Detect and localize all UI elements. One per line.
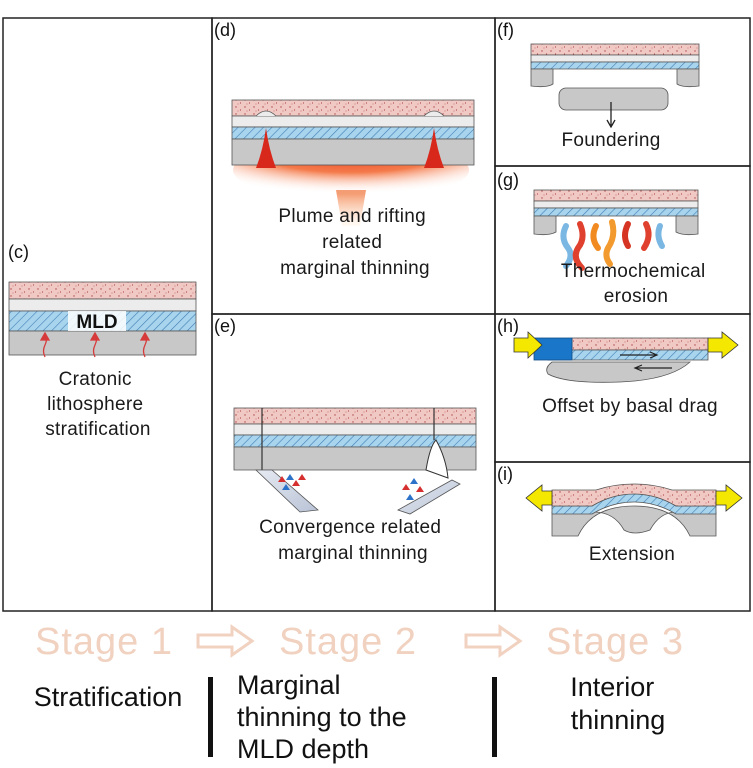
panel-g-caption: Thermochemical erosion — [561, 261, 711, 307]
panel-e-caption: Convergence related marginal thinning — [259, 517, 447, 564]
melt-channel-left — [256, 128, 276, 168]
stage-2-title: Stage 2 — [279, 621, 417, 663]
shear-arrow-top — [620, 351, 659, 359]
crust-layer — [533, 189, 699, 202]
panel-i-letter: (i) — [497, 464, 513, 484]
lithosphere-column-c: MLD — [8, 281, 197, 358]
stage-3-description: Interior thinning — [570, 672, 665, 735]
mantle-layer — [233, 446, 477, 471]
white-layer — [233, 423, 477, 436]
stage-divider-1 — [208, 677, 213, 757]
panel-c-letter: (c) — [8, 242, 29, 262]
mld-label: MLD — [76, 312, 117, 333]
panel-h-frame — [494, 313, 751, 463]
stage-arrow-1 — [196, 624, 255, 658]
lithosphere-column-e — [233, 407, 477, 471]
panel-c-caption: Cratonic lithosphere stratification — [45, 369, 151, 440]
panel-f: (f) Foundering — [497, 20, 700, 151]
mantle-remnant-left — [530, 68, 554, 88]
panel-e-letter: (e) — [214, 316, 236, 336]
subducting-slab-left — [255, 469, 319, 513]
stage-1-description: Stratification — [34, 682, 183, 712]
stage-3-title: Stage 3 — [546, 621, 684, 663]
panel-f-caption: Foundering — [561, 130, 660, 151]
shear-arrow-bottom — [633, 364, 672, 372]
melt-droplets-left — [278, 474, 306, 490]
mld-layer — [530, 61, 700, 70]
subducting-slab-right — [397, 479, 461, 515]
stage-2-description: Marginal thinning to the MLD depth — [237, 670, 414, 764]
panel-h: (h) Offset by basal drag — [497, 316, 739, 417]
white-layer — [533, 200, 699, 209]
white-layer — [231, 115, 475, 128]
erosion-plumes — [560, 219, 665, 271]
panel-e: (e) Convergence related marginal thin — [214, 316, 477, 564]
panel-i: (i) Extension — [497, 464, 743, 565]
panel-h-letter: (h) — [497, 316, 519, 336]
crust-layer — [571, 337, 709, 351]
panel-h-caption: Offset by basal drag — [542, 396, 718, 417]
mld-layer — [231, 126, 475, 140]
stage-divider-2 — [492, 677, 497, 757]
panel-d-letter: (d) — [214, 20, 236, 40]
mld-layer — [533, 207, 699, 217]
foundering-block — [558, 87, 669, 111]
panel-d-caption: Plume and rifting related marginal thinn… — [278, 206, 431, 279]
push-arrow-right — [707, 331, 739, 359]
mantle-wedge — [425, 439, 449, 479]
mantle-layer — [8, 330, 197, 356]
sinking-arrow — [606, 102, 616, 129]
pull-arrow-right — [715, 484, 743, 512]
panel-f-letter: (f) — [497, 20, 514, 40]
stage-row: Stage 1 Stage 2 Stage 3 Stratification M… — [34, 621, 684, 764]
panel-g-letter: (g) — [497, 170, 519, 190]
blue-block — [533, 337, 573, 361]
mantle-remnant-right — [675, 215, 699, 236]
panel-c: (c) MLD Cratonic lithosphere stratificat… — [8, 242, 197, 440]
mantle-remnant-right — [676, 68, 700, 88]
pull-arrow-left — [525, 484, 553, 512]
white-layer — [8, 298, 197, 312]
upwelling-arrows — [39, 331, 151, 358]
stage-arrow-2 — [464, 624, 523, 658]
white-layer — [530, 54, 700, 63]
thinning-bulge-right — [423, 110, 445, 117]
crust-layer — [551, 483, 717, 507]
crust-layer — [8, 281, 197, 300]
mld-label-box — [68, 311, 126, 331]
thinning-bulge-left — [255, 110, 277, 117]
melt-channel-right — [424, 128, 444, 168]
panel-i-frame — [494, 461, 751, 612]
panel-g: (g) Thermochemical erosion — [497, 170, 711, 307]
stage-1-title: Stage 1 — [35, 621, 173, 663]
panel-d: (d) Plume and rifting related marginal t… — [214, 20, 475, 279]
mantle-remnant-left — [533, 215, 557, 236]
push-arrow-left — [513, 331, 543, 359]
offset-mantle-keel — [546, 361, 692, 383]
crust-layer — [530, 43, 700, 56]
crust-layer — [233, 407, 477, 425]
panel-i-caption: Extension — [589, 544, 675, 565]
melt-droplets-right — [402, 478, 424, 500]
mld-layer — [233, 434, 477, 448]
